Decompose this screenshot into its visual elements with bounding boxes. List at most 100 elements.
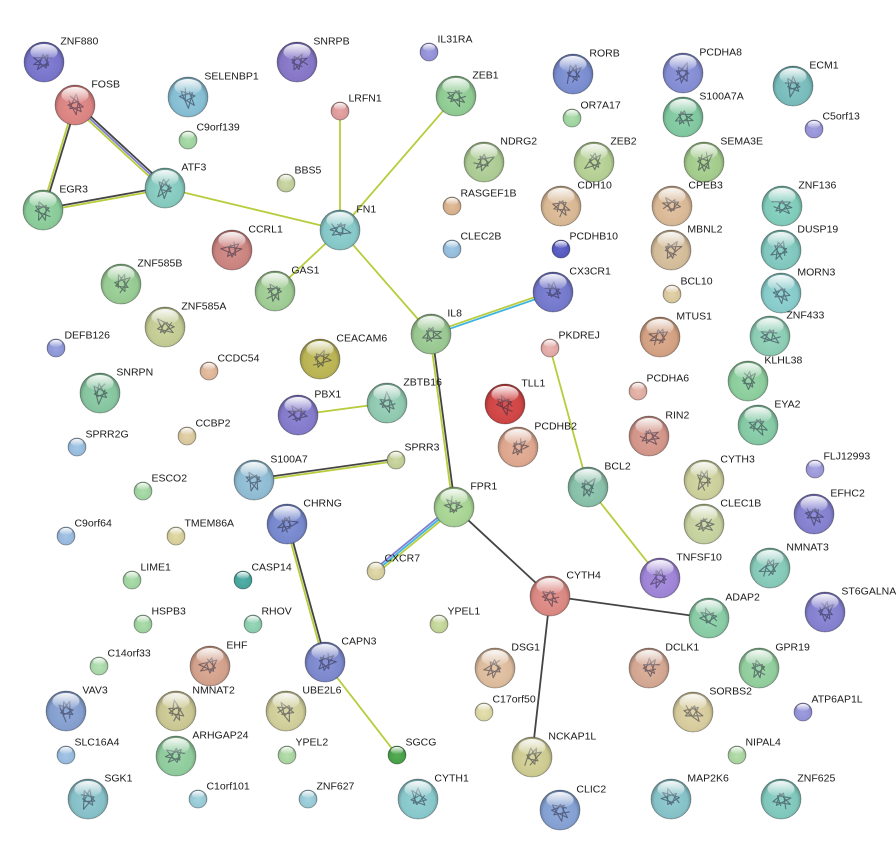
node-cyth1[interactable]: CYTH1	[397, 773, 469, 820]
node-c14orf33[interactable]: C14orf33	[89, 648, 151, 676]
node-tmem86a[interactable]: TMEM86A	[166, 518, 234, 546]
node-clec2b[interactable]: CLEC2B	[442, 231, 501, 259]
node-vav3[interactable]: VAV3	[45, 685, 108, 732]
node-ecm1[interactable]: ECM1	[772, 60, 839, 107]
node-nipal4[interactable]: NIPAL4	[727, 737, 781, 765]
node-fn1[interactable]: FN1	[319, 204, 376, 251]
node-s100a7[interactable]: S100A7	[233, 454, 308, 501]
node-dusp19[interactable]: DUSP19	[760, 224, 838, 271]
node-c9orf64[interactable]: C9orf64	[56, 518, 112, 546]
node-nmnat2[interactable]: NMNAT2	[155, 685, 235, 732]
node-rasgef1b[interactable]: RASGEF1B	[442, 188, 517, 216]
node-c5orf13[interactable]: C5orf13	[804, 111, 860, 139]
node-ccdc54[interactable]: CCDC54	[199, 353, 260, 381]
edge-cyth4-adap2[interactable]	[549, 595, 710, 619]
node-bbs5[interactable]: BBS5	[276, 165, 321, 193]
node-map2k6[interactable]: MAP2K6	[650, 773, 729, 820]
node-selenbp1[interactable]: SELENBP1	[167, 71, 259, 118]
node-cpeb3[interactable]: CPEB3	[651, 180, 723, 227]
node-c9orf139[interactable]: C9orf139	[178, 122, 240, 150]
edge-fn1-il8[interactable]	[339, 229, 432, 335]
node-sorbs2[interactable]: SORBS2	[672, 686, 752, 733]
edge-chrng-capn3[interactable]	[285, 522, 327, 664]
node-defb126[interactable]: DEFB126	[46, 330, 110, 358]
node-zbtb16[interactable]: ZBTB16	[366, 377, 442, 424]
node-bcl2[interactable]: BCL2	[567, 461, 631, 508]
node-fosb[interactable]: FOSB	[54, 79, 120, 126]
node-sprr3[interactable]: SPRR3	[386, 442, 440, 470]
node-c1orf101[interactable]: C1orf101	[188, 781, 250, 809]
node-nckap1l[interactable]: NCKAP1L	[511, 731, 596, 778]
node-c17orf50[interactable]: C17orf50	[474, 694, 536, 722]
edge-zeb1-fn1[interactable]	[339, 95, 457, 231]
node-mbnl2[interactable]: MBNL2	[650, 224, 723, 271]
node-pcdha6[interactable]: PCDHA6	[628, 373, 689, 401]
node-ccrl1[interactable]: CCRL1	[211, 224, 283, 271]
node-s100a7a[interactable]: S100A7A	[662, 91, 744, 138]
node-ndrg2[interactable]: NDRG2	[463, 136, 537, 183]
node-ypel1[interactable]: YPEL1	[429, 606, 480, 634]
node-rorb[interactable]: RORB	[552, 48, 620, 95]
node-cyth4[interactable]: CYTH4	[529, 570, 601, 617]
node-ccbp2[interactable]: CCBP2	[177, 418, 231, 446]
node-chrng[interactable]: CHRNG	[266, 498, 342, 545]
node-flj12993[interactable]: FLJ12993	[805, 451, 870, 479]
node-znf627[interactable]: ZNF627	[298, 781, 355, 809]
node-zeb1[interactable]: ZEB1	[435, 70, 499, 117]
edge-egr3-atf3[interactable]	[41, 186, 167, 212]
node-tll1[interactable]: TLL1	[484, 378, 545, 425]
node-hspb3[interactable]: HSPB3	[133, 606, 186, 634]
node-tnfsf10[interactable]: TNFSF10	[639, 552, 722, 599]
node-ceacam6[interactable]: CEACAM6	[299, 333, 387, 380]
node-clec1b[interactable]: CLEC1B	[683, 498, 761, 545]
edge-fosb-atf3[interactable]	[72, 102, 168, 191]
node-znf585b[interactable]: ZNF585B	[100, 258, 182, 305]
node-dclk1[interactable]: DCLK1	[628, 642, 699, 689]
node-znf136[interactable]: ZNF136	[761, 180, 836, 227]
node-eya2[interactable]: EYA2	[737, 399, 801, 446]
node-pbx1[interactable]: PBX1	[277, 389, 341, 436]
node-atf3[interactable]: ATF3	[144, 162, 206, 209]
node-sgcg[interactable]: SGCG	[387, 737, 436, 765]
edge-atf3-fn1[interactable]	[164, 187, 341, 231]
node-rhov[interactable]: RHOV	[243, 606, 292, 634]
node-rin2[interactable]: RIN2	[628, 410, 689, 457]
node-znf880[interactable]: ZNF880	[23, 36, 98, 83]
node-pcdhb10[interactable]: PCDHB10	[551, 231, 618, 259]
node-dsg1[interactable]: DSG1	[474, 642, 540, 689]
node-or7a17[interactable]: OR7A17	[562, 100, 621, 128]
edge-s100a7-sprr3[interactable]	[252, 458, 398, 482]
edge-il8-fpr1[interactable]	[429, 332, 456, 509]
node-znf433[interactable]: ZNF433	[749, 310, 824, 357]
node-sema3e[interactable]: SEMA3E	[683, 136, 763, 183]
node-casp14[interactable]: CASP14	[233, 562, 292, 590]
node-fpr1[interactable]: FPR1	[433, 481, 497, 528]
node-lime1[interactable]: LIME1	[122, 562, 171, 590]
edge-pkdrej-bcl2[interactable]	[549, 347, 589, 488]
node-esco2[interactable]: ESCO2	[133, 473, 187, 501]
node-cyth3[interactable]: CYTH3	[683, 454, 755, 501]
node-mtus1[interactable]: MTUS1	[639, 311, 712, 358]
edge-cyth4-nckap1l[interactable]	[531, 595, 551, 758]
node-pcdhb2[interactable]: PCDHB2	[497, 421, 577, 468]
node-ypel2[interactable]: YPEL2	[277, 737, 328, 765]
node-cx3cr1[interactable]: CX3CR1	[532, 266, 611, 313]
node-pkdrej[interactable]: PKDREJ	[540, 330, 600, 358]
node-st6galnac4[interactable]: ST6GALNAC4	[804, 586, 896, 633]
node-sprr2g[interactable]: SPRR2G	[67, 429, 129, 457]
node-bcl10[interactable]: BCL10	[662, 276, 713, 304]
node-gpr19[interactable]: GPR19	[738, 642, 810, 689]
node-il8[interactable]: IL8	[410, 308, 462, 355]
node-gas1[interactable]: GAS1	[254, 265, 320, 312]
node-lrfn1[interactable]: LRFN1	[330, 93, 382, 121]
node-cxcr7[interactable]: CXCR7	[366, 553, 420, 581]
node-nmnat3[interactable]: NMNAT3	[749, 542, 829, 589]
node-zeb2[interactable]: ZEB2	[573, 136, 637, 183]
edge-fpr1-cyth4[interactable]	[453, 506, 551, 597]
node-snrpn[interactable]: SNRPN	[79, 367, 153, 414]
node-morn3[interactable]: MORN3	[760, 267, 835, 314]
node-snrpb[interactable]: SNRPB	[276, 36, 350, 83]
node-ehf[interactable]: EHF	[189, 640, 247, 687]
node-adap2[interactable]: ADAP2	[688, 592, 760, 639]
node-znf625[interactable]: ZNF625	[760, 773, 835, 820]
